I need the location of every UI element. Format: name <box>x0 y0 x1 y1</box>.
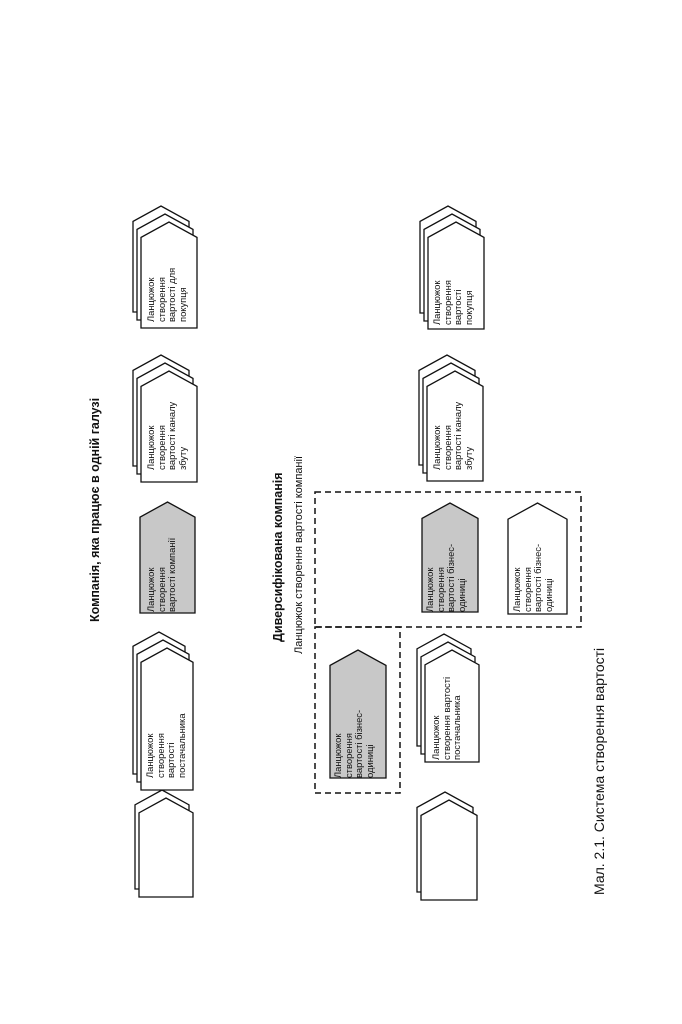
s1-supplier-label: Ланцюжок створення вартості постачальник… <box>144 713 187 778</box>
s1-input-stack <box>138 797 194 898</box>
s1-buyer-label: Ланцюжок створення вартості для покупця <box>145 267 188 322</box>
s2-input-stack <box>420 799 478 901</box>
section1-title: Компанія, яка працює в одній галузі <box>88 397 102 622</box>
s1-company-label: Ланцюжок створення вартості компанії <box>145 537 178 612</box>
s1-supplier-stack <box>140 647 194 791</box>
s2-business-unit-2-label: Ланцюжок створення вартості бізнес- один… <box>424 543 467 612</box>
s2-supplier-stack <box>424 649 480 763</box>
s1-channel-label: Ланцюжок створення вартості каналу збуту <box>145 401 188 470</box>
s2-business-unit-1-label: Ланцюжок створення вартості бізнес- один… <box>332 709 375 778</box>
s2-business-unit-1-block <box>329 649 387 779</box>
section2-subtitle: Ланцюжок створення вартості компанії <box>293 455 305 654</box>
s2-supplier-label: Ланцюжок створення вартості постачальник… <box>430 676 463 760</box>
s2-channel-stack <box>426 370 484 482</box>
s2-business-unit-3-block <box>507 502 568 615</box>
figure-caption: Мал. 2.1. Система створення вартості <box>591 647 607 895</box>
s2-buyer-stack <box>427 221 485 330</box>
s1-buyer-stack <box>140 221 198 329</box>
s2-business-unit-2-block <box>421 502 479 613</box>
s2-channel-label: Ланцюжок створення вартості каналу збуту <box>431 401 474 470</box>
s1-channel-stack <box>140 370 198 483</box>
section2-title: Диверсифікована компанія <box>271 472 285 642</box>
s2-business-unit-3-label: Ланцюжок створення вартості бізнес- один… <box>511 543 554 612</box>
s2-company-boundary-bottom <box>314 626 401 794</box>
s2-company-boundary-top <box>314 491 582 628</box>
s1-company-block <box>139 501 196 614</box>
s2-buyer-label: Ланцюжок створення вартості покупця <box>431 280 474 325</box>
